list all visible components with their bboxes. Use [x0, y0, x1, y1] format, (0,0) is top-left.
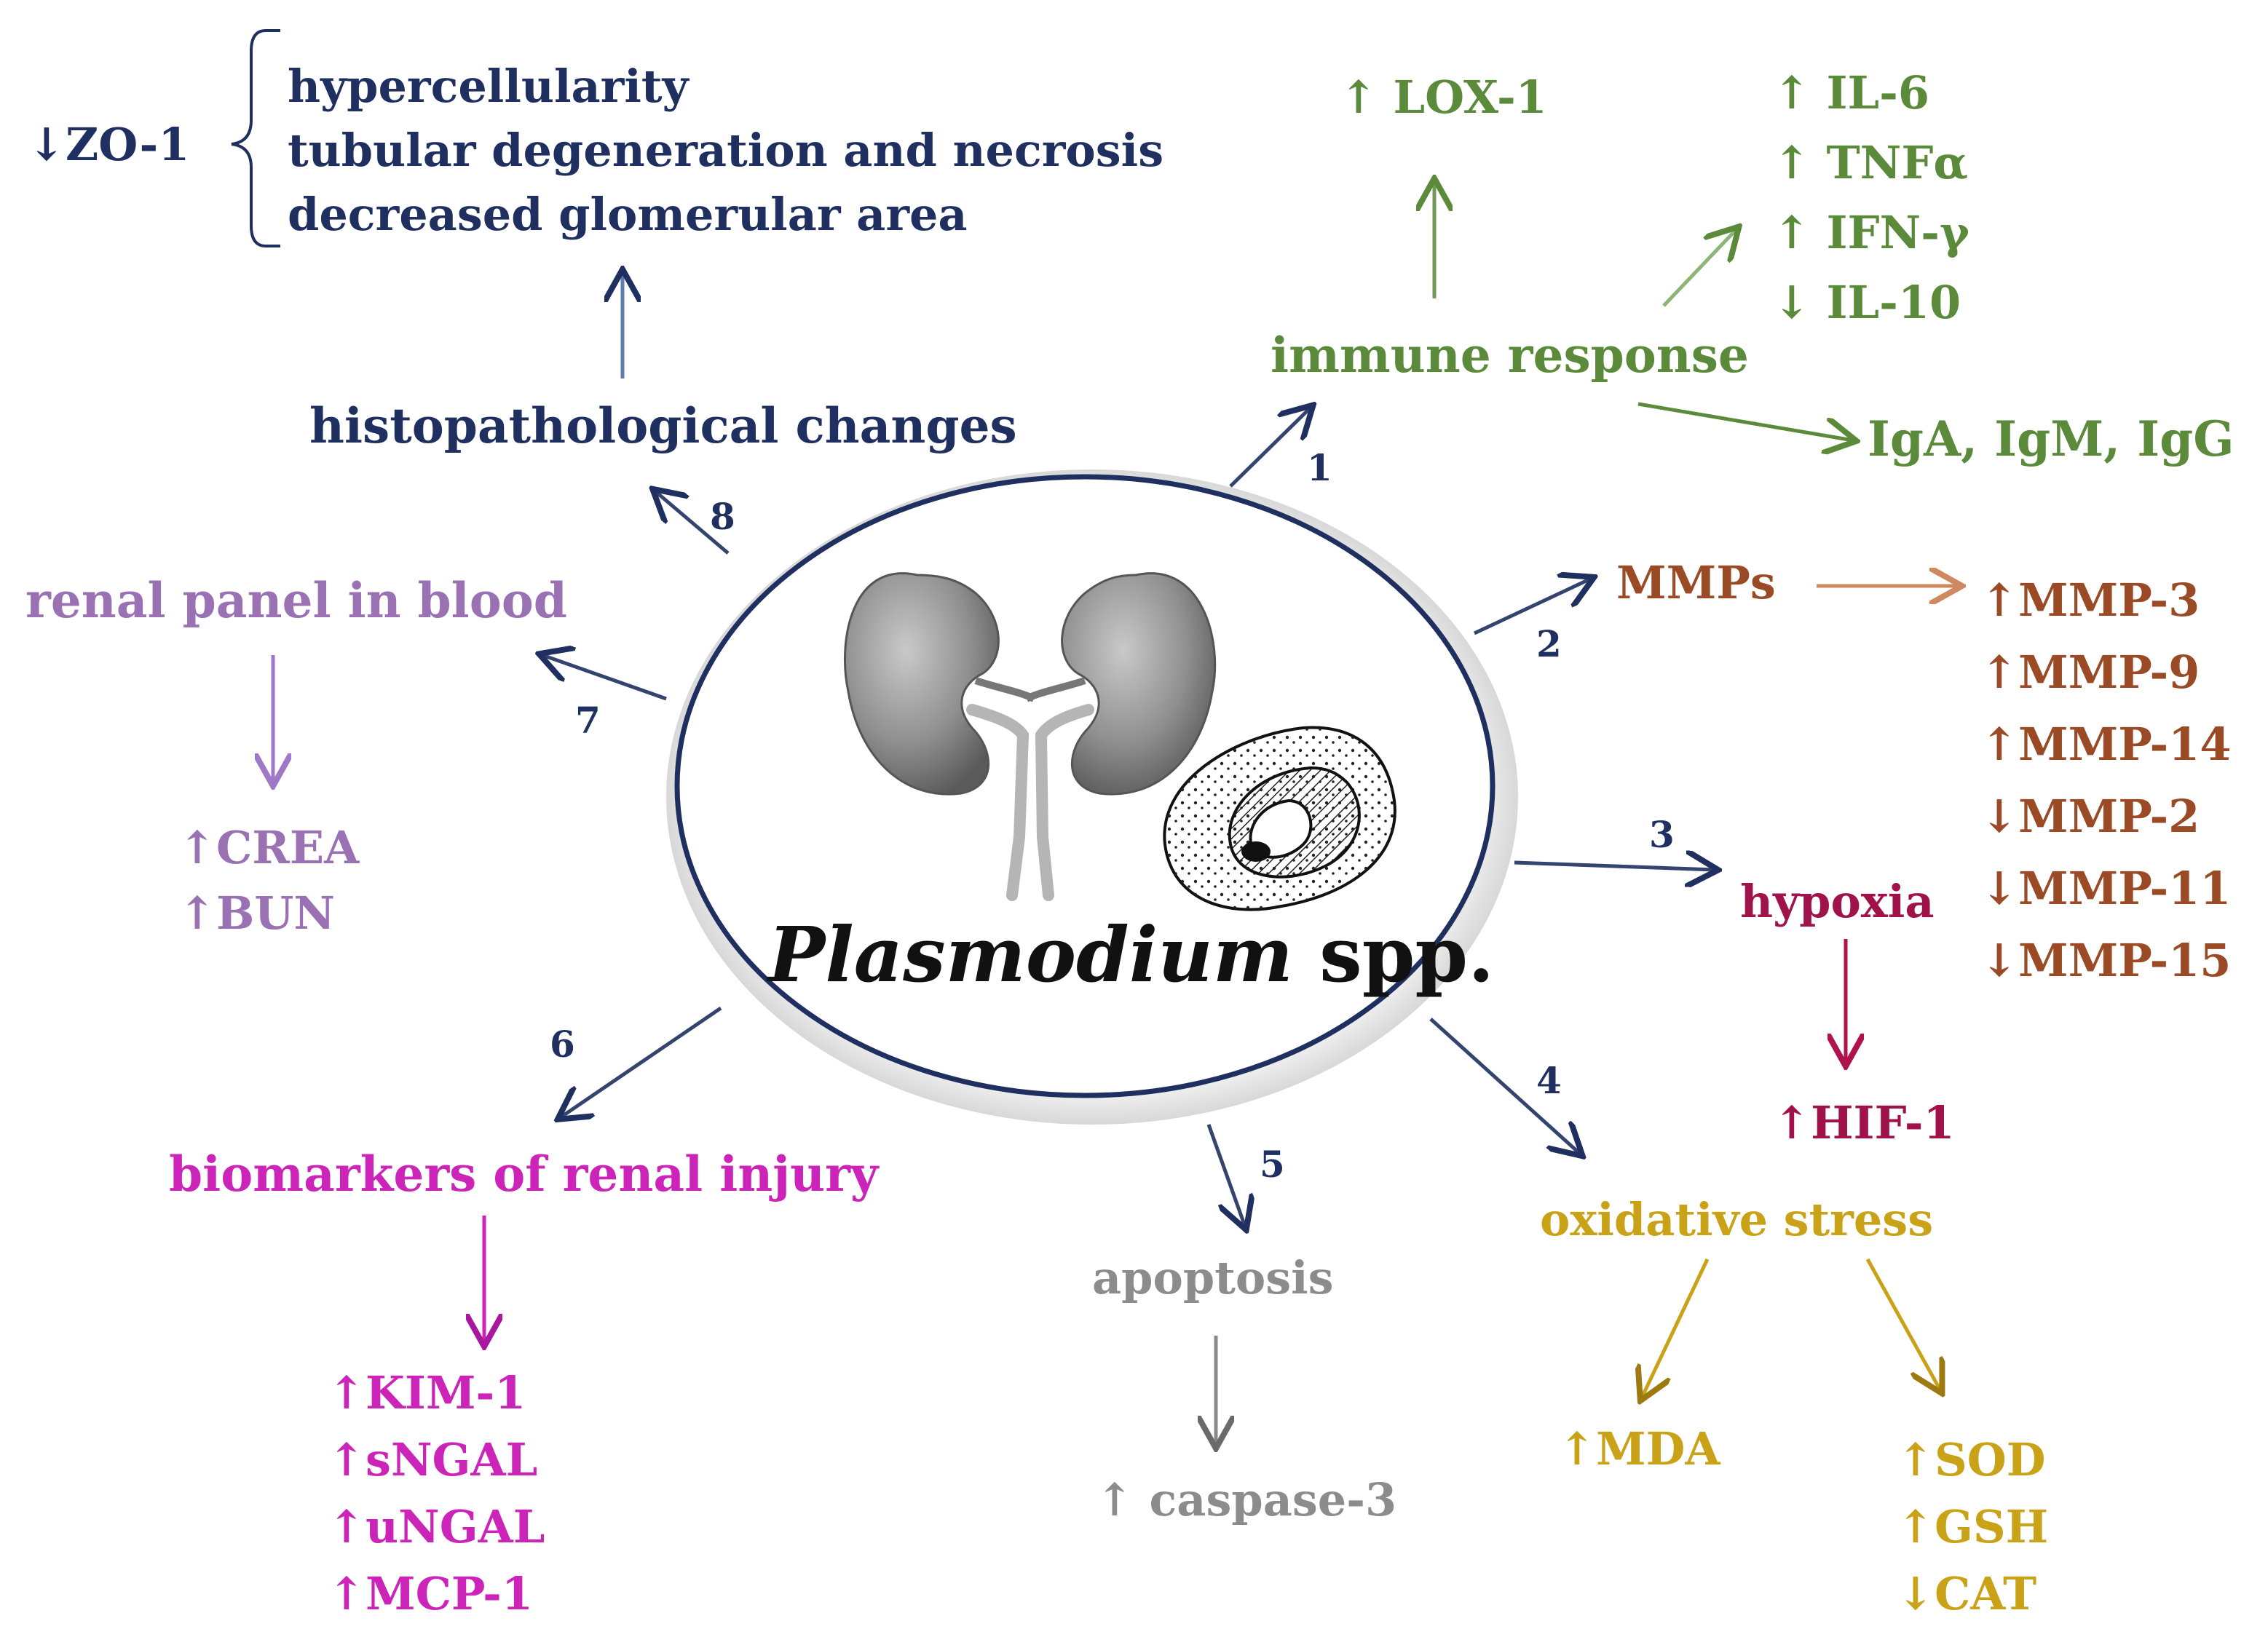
biomarker-mcp1: ↑MCP-1 — [328, 1567, 534, 1620]
step-number-4: 4 — [1536, 1059, 1562, 1102]
mda-label: ↑MDA — [1558, 1422, 1720, 1475]
arrow-5 — [1206, 1124, 1245, 1226]
step-number-1: 1 — [1307, 446, 1332, 489]
hypoxia-label: hypoxia — [1740, 875, 1935, 928]
apoptosis-label: apoptosis — [1092, 1251, 1334, 1304]
left-kidney-icon — [844, 572, 1036, 901]
step-number-6: 6 — [550, 1023, 575, 1066]
arrow-immunoglobulins — [1637, 402, 1853, 440]
hif1-label: ↑HIF-1 — [1773, 1096, 1955, 1149]
renal-panel-list: ↑CREA ↑BUN — [178, 815, 359, 946]
arrow-7 — [542, 655, 667, 701]
renal-marker-crea: ↑CREA — [178, 821, 360, 874]
arrow-4 — [1429, 1018, 1580, 1154]
arrow-mda — [1642, 1258, 1710, 1398]
arrow-3 — [1514, 863, 1715, 870]
finding-tubular: tubular degeneration and necrosis — [288, 124, 1164, 177]
cytokine-il6: ↑ IL-6 — [1773, 66, 1930, 119]
step-number-2: 2 — [1536, 622, 1562, 665]
histopathology-label: histopathological changes — [309, 397, 1017, 454]
lox1-label: ↑ LOX-1 — [1340, 71, 1547, 124]
biomarker-kim1: ↑KIM-1 — [328, 1366, 526, 1419]
oxidative-stress-label: oxidative stress — [1540, 1193, 1934, 1246]
mmp-item: ↑MMP-9 — [1980, 646, 2200, 699]
right-kidney-icon — [1024, 572, 1217, 901]
finding-hypercellularity: hypercellularity — [288, 60, 689, 113]
findings-brace — [231, 29, 280, 247]
biomarker-ungal: ↑uNGAL — [328, 1500, 545, 1553]
arrow-8 — [655, 491, 730, 555]
cytokine-ifn: ↑ IFN-γ — [1773, 206, 1969, 259]
mmp-item: ↓MMP-15 — [1980, 934, 2232, 987]
biomarker-list: ↑KIM-1 ↑sNGAL ↑uNGAL ↑MCP-1 — [328, 1360, 545, 1628]
arrow-6 — [561, 1006, 722, 1117]
biomarker-sngal: ↑sNGAL — [328, 1433, 538, 1486]
mmp-item: ↓MMP-2 — [1980, 790, 2200, 843]
zo1-label: ↓ZO-1 — [28, 118, 190, 171]
arrow-enzymes — [1865, 1258, 1940, 1390]
step-number-3: 3 — [1649, 813, 1675, 856]
mmp-item: ↑MMP-14 — [1980, 718, 2232, 771]
mmps-label: MMPs — [1616, 556, 1776, 609]
renal-marker-bun: ↑BUN — [178, 887, 336, 940]
cytokine-il10: ↓ IL-10 — [1773, 276, 1961, 329]
mmp-item: ↓MMP-11 — [1980, 862, 2232, 915]
infected-cell-icon — [1163, 726, 1396, 911]
immune-response-label: immune response — [1271, 327, 1749, 384]
arrow-1 — [1229, 408, 1311, 488]
renal-panel-label: renal panel in blood — [25, 572, 567, 629]
enzyme-cat: ↓CAT — [1897, 1567, 2037, 1620]
organism-label: Plasmodium spp. — [768, 910, 1495, 999]
mmp-list: ↑MMP-3 ↑MMP-9 ↑MMP-14 ↓MMP-2 ↓MMP-11 ↓MM… — [1980, 564, 2231, 996]
enzyme-sod: ↑SOD — [1897, 1433, 2046, 1486]
arrow-cytokines — [1662, 229, 1736, 307]
immunoglobulin-label: IgA, IgM, IgG — [1868, 411, 2235, 467]
step-number-8: 8 — [710, 495, 735, 538]
enzyme-gsh: ↑GSH — [1897, 1500, 2049, 1553]
step-number-7: 7 — [575, 699, 601, 742]
renal-injury-biomarkers-label: biomarkers of renal injury — [169, 1146, 879, 1202]
mmp-item: ↑MMP-3 — [1980, 574, 2200, 627]
antioxidant-list: ↑SOD ↑GSH ↓CAT — [1897, 1427, 2048, 1628]
finding-glomerular: decreased glomerular area — [288, 188, 968, 241]
caspase3-label: ↑ caspase-3 — [1096, 1473, 1397, 1526]
arrow-2 — [1473, 579, 1591, 635]
step-number-5: 5 — [1260, 1143, 1285, 1186]
histology-findings: hypercellularity tubular degeneration an… — [288, 55, 1163, 247]
cytokine-tnf: ↑ TNFα — [1773, 136, 1969, 189]
cytokine-list: ↑ IL-6 ↑ TNFα ↑ IFN-γ ↓ IL-10 — [1773, 58, 1969, 338]
